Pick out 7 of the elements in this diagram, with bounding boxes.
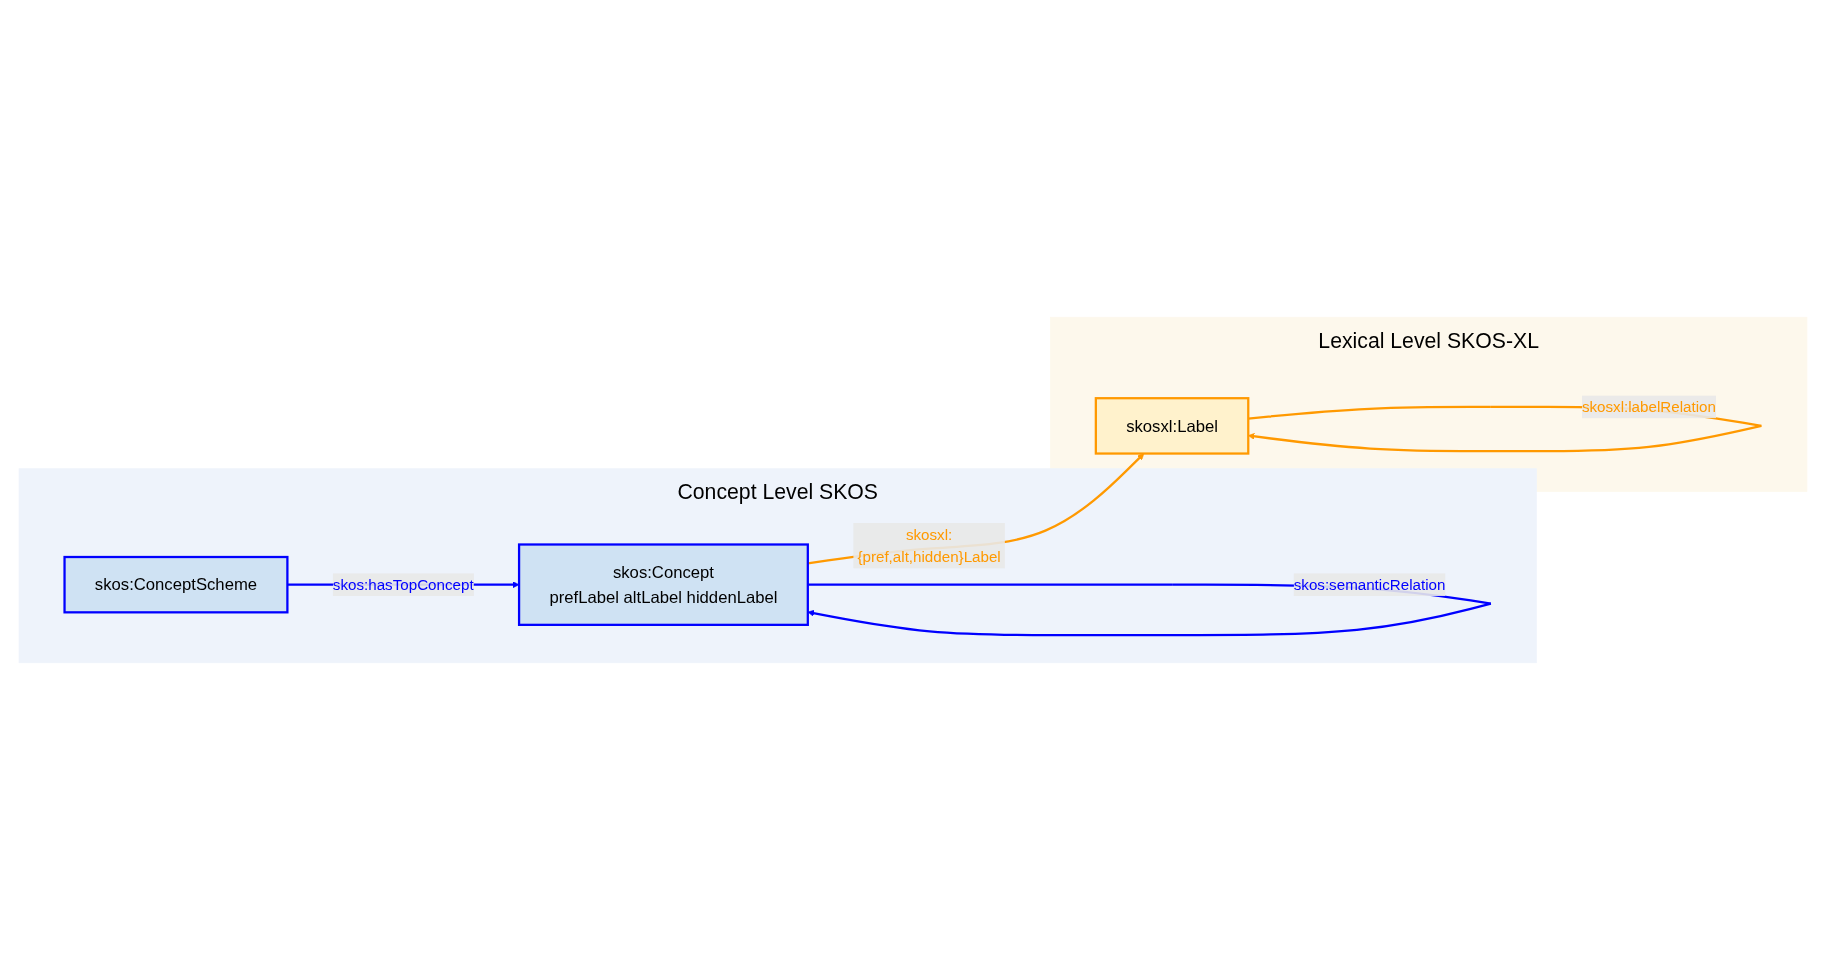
edge-label: skosxl:labelRelation: [1581, 398, 1716, 416]
node-box: skos:Concept prefLabel altLabel hiddenLabel: [517, 543, 809, 626]
edge-label: skos:hasTopConcept: [332, 576, 474, 594]
node-box: skos:ConceptScheme: [62, 555, 289, 614]
node-box: skosxl:Label: [1094, 397, 1249, 455]
edge-label: skosxl:{pref,alt,hidden}Label: [856, 525, 1001, 566]
edge-label: skos:semanticRelation: [1293, 576, 1445, 594]
